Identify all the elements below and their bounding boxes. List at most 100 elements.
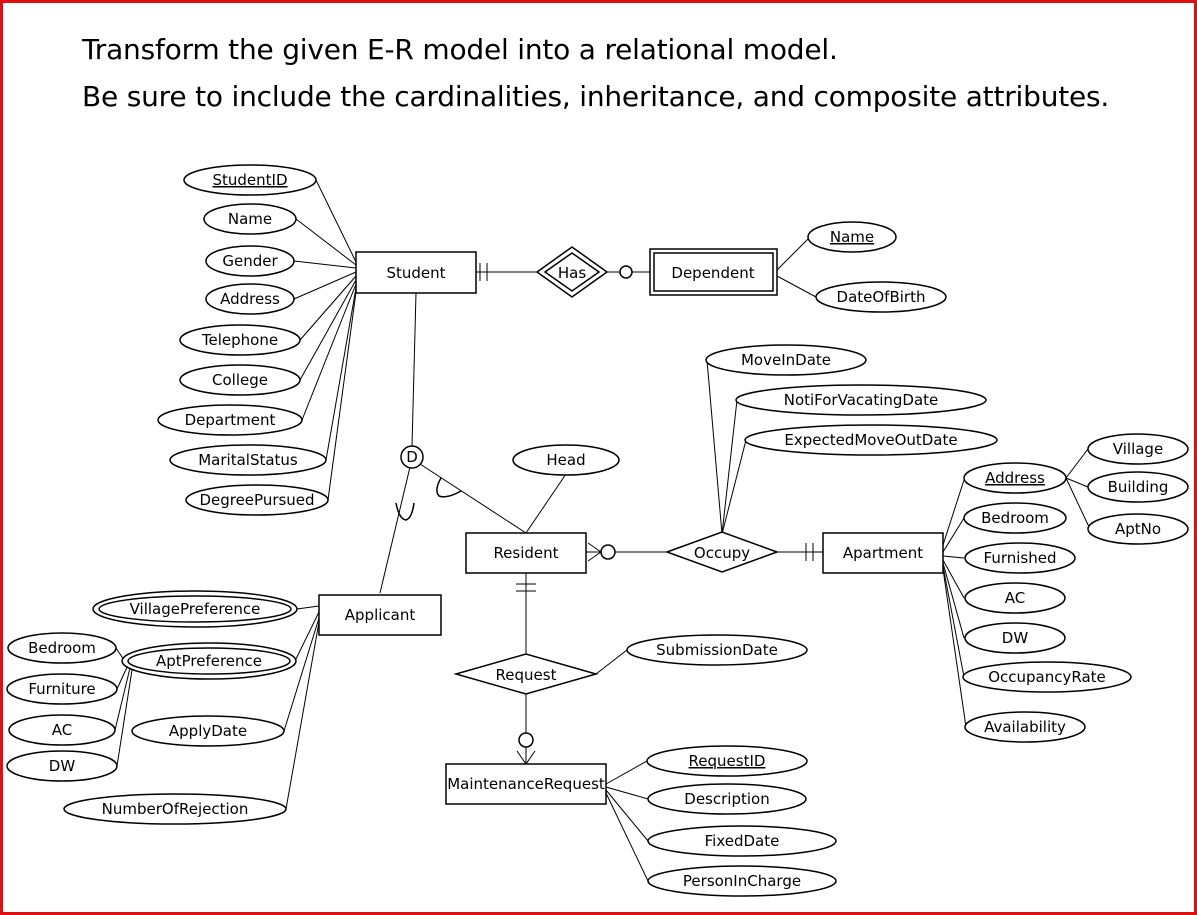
attr-apartment-dw bbox=[964, 622, 1066, 654]
attr-apartment-bedroom-label: Bedroom bbox=[981, 509, 1049, 527]
attr-student-gender-label: Gender bbox=[222, 252, 278, 270]
relationship-occupy-label: Occupy bbox=[694, 544, 750, 562]
disjoint-marker-label: D bbox=[406, 448, 418, 466]
attr-apartment-address-label: Address bbox=[985, 469, 1045, 487]
attr-applicant-numberofrejection-label: NumberOfRejection bbox=[102, 800, 249, 818]
attr-apartment-availability bbox=[964, 711, 1086, 743]
attr-student-maritalstatus-label: MaritalStatus bbox=[198, 451, 298, 469]
attr-apartment-dw-label: DW bbox=[1002, 629, 1029, 647]
relationship-has-label: Has bbox=[558, 264, 586, 282]
entity-dependent: Dependent bbox=[649, 248, 778, 296]
cardinality-zero-occupy bbox=[600, 544, 616, 560]
attr-maint-requestid bbox=[646, 745, 808, 777]
attr-student-address-label: Address bbox=[220, 290, 280, 308]
relationship-occupy: Occupy bbox=[664, 531, 780, 573]
attr-address-aptno-label: AptNo bbox=[1115, 520, 1161, 538]
attr-request-submissiondate-label: SubmissionDate bbox=[656, 641, 778, 659]
entity-apartment-label: Apartment bbox=[843, 544, 923, 562]
attr-aptpref-bedroom bbox=[7, 632, 117, 664]
attr-maint-description bbox=[647, 783, 807, 815]
attr-student-college-label: College bbox=[212, 371, 268, 389]
attr-address-aptno bbox=[1087, 513, 1189, 545]
entity-maintenance-request: MaintenanceRequest bbox=[445, 763, 607, 805]
attr-maint-description-label: Description bbox=[684, 790, 769, 808]
attr-aptpref-ac-label: AC bbox=[52, 721, 72, 739]
attr-apartment-bedroom bbox=[963, 502, 1067, 534]
attr-student-department-label: Department bbox=[185, 411, 276, 429]
attributes-applicant: VillagePreference AptPreference ApplyDat… bbox=[63, 590, 298, 825]
attr-applicant-numberofrejection bbox=[63, 793, 287, 825]
cardinality-zero-has bbox=[619, 265, 633, 279]
attr-student-name-label: Name bbox=[228, 210, 272, 228]
attr-student-college bbox=[179, 364, 301, 396]
entity-applicant: Applicant bbox=[318, 594, 442, 636]
attr-maint-requestid-label: RequestID bbox=[689, 752, 766, 770]
attr-student-name bbox=[203, 203, 297, 235]
attr-apartment-furnished bbox=[964, 542, 1076, 574]
attr-student-studentid bbox=[183, 164, 317, 196]
attr-apartment-availability-label: Availability bbox=[984, 718, 1066, 736]
attr-aptpref-bedroom-label: Bedroom bbox=[28, 639, 96, 657]
entity-maintenance-request-label: MaintenanceRequest bbox=[447, 775, 605, 793]
attr-student-degreepursued-label: DegreePursued bbox=[199, 491, 314, 509]
entity-applicant-label: Applicant bbox=[345, 606, 416, 624]
attr-aptpref-furniture-label: Furniture bbox=[28, 680, 95, 698]
entity-resident: Resident bbox=[465, 532, 587, 574]
attributes-request: SubmissionDate bbox=[626, 634, 808, 666]
instruction-line-2: Be sure to include the cardinalities, in… bbox=[82, 80, 1110, 113]
relationship-request: Request bbox=[453, 653, 599, 695]
attr-dependent-dateofbirth bbox=[815, 281, 947, 313]
attr-student-maritalstatus bbox=[169, 444, 327, 476]
attr-aptpref-furniture bbox=[6, 673, 118, 705]
attr-apartment-furnished-label: Furnished bbox=[984, 549, 1057, 567]
entity-student: Student bbox=[355, 251, 477, 294]
attributes-student: StudentID Name Gender Address Telephone … bbox=[157, 164, 329, 516]
disjoint-marker: D bbox=[400, 445, 424, 469]
attr-applicant-aptpreference-inner bbox=[127, 647, 291, 675]
attributes-dependent: Name DateOfBirth bbox=[807, 221, 947, 313]
attr-apartment-occupancyrate-label: OccupancyRate bbox=[988, 668, 1106, 686]
attr-occupy-notiforvacatingdate bbox=[735, 384, 987, 416]
relationship-request-label: Request bbox=[496, 666, 557, 684]
attr-aptpref-dw-label: DW bbox=[49, 757, 76, 775]
entity-apartment: Apartment bbox=[822, 532, 944, 574]
attr-student-department bbox=[157, 404, 303, 436]
attr-applicant-applydate bbox=[131, 715, 285, 747]
attr-apartment-ac-label: AC bbox=[1005, 589, 1025, 607]
attr-address-building bbox=[1087, 471, 1189, 503]
attr-applicant-villagepreference-label: VillagePreference bbox=[130, 600, 261, 618]
relationship-has: Has bbox=[535, 246, 609, 298]
entity-resident-label: Resident bbox=[493, 544, 558, 562]
attr-aptpref-ac bbox=[8, 714, 116, 746]
attr-maint-personincharge-label: PersonInCharge bbox=[683, 872, 801, 890]
attr-address-village bbox=[1087, 433, 1189, 465]
attr-resident-head bbox=[512, 444, 620, 476]
attr-occupy-moveindate-label: MoveInDate bbox=[741, 351, 831, 369]
attributes-apartment: Address Bedroom Furnished AC DW Occupanc… bbox=[962, 462, 1132, 743]
attr-dependent-dateofbirth-label: DateOfBirth bbox=[837, 288, 926, 306]
attr-address-building-label: Building bbox=[1108, 478, 1169, 496]
entity-student-label: Student bbox=[386, 264, 445, 282]
attr-occupy-moveindate bbox=[705, 344, 867, 376]
attr-applicant-aptpreference-label: AptPreference bbox=[156, 652, 262, 670]
subset-symbol-applicant bbox=[395, 502, 415, 521]
attr-student-telephone bbox=[179, 324, 301, 356]
attr-dependent-name-label: Name bbox=[830, 228, 874, 246]
attr-student-degreepursued bbox=[185, 484, 329, 516]
attr-address-village-label: Village bbox=[1113, 440, 1163, 458]
attributes-apartment-address: Village Building AptNo bbox=[1087, 433, 1189, 545]
subset-symbol-resident bbox=[436, 477, 462, 498]
attributes-occupy: MoveInDate NotiForVacatingDate ExpectedM… bbox=[705, 344, 998, 456]
attr-apartment-occupancyrate bbox=[962, 661, 1132, 693]
attr-maint-fixeddate-label: FixedDate bbox=[705, 832, 780, 850]
attributes-maintenance-request: RequestID Description FixedDate PersonIn… bbox=[646, 745, 837, 897]
attr-applicant-villagepreference-inner bbox=[98, 595, 292, 623]
attr-occupy-notiforvacatingdate-label: NotiForVacatingDate bbox=[784, 391, 939, 409]
instruction-line-1: Transform the given E-R model into a rel… bbox=[82, 33, 838, 66]
attributes-resident: Head bbox=[512, 444, 620, 476]
attributes-apt-preference: Bedroom Furniture AC DW bbox=[6, 632, 118, 782]
attr-apartment-ac bbox=[964, 582, 1066, 614]
cardinality-zero-request bbox=[518, 732, 534, 748]
attr-maint-fixeddate bbox=[647, 825, 837, 857]
